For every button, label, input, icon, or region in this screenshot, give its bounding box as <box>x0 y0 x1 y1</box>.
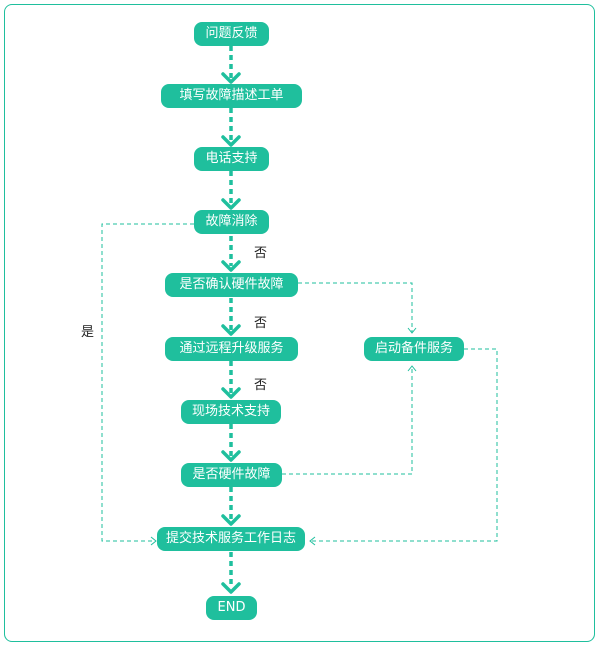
node-submit: 提交技术服务工作日志 <box>157 527 305 551</box>
label-no-2: 否 <box>254 316 268 331</box>
edge-confirm-backup <box>298 282 413 333</box>
node-onsite: 现场技术支持 <box>181 400 281 424</box>
node-confirm-hw: 是否确认硬件故障 <box>165 273 298 297</box>
edge-cleared-yes-submit <box>101 223 194 542</box>
arrowhead-cleared <box>221 198 241 210</box>
label-no-3: 否 <box>254 378 268 393</box>
arrowhead-yes-submit <box>150 536 157 546</box>
arrowhead-submit <box>221 514 241 526</box>
arrowhead-onsite <box>221 387 241 399</box>
arrowhead-confirm-backup <box>407 327 417 334</box>
label-yes: 是 <box>81 325 95 340</box>
node-backup: 启动备件服务 <box>364 337 464 361</box>
node-ticket: 填写故障描述工单 <box>161 84 302 108</box>
node-feedback: 问题反馈 <box>194 22 269 46</box>
arrowhead-phone <box>221 135 241 147</box>
node-is-hw: 是否硬件故障 <box>181 463 282 487</box>
arrowhead-end <box>221 582 241 594</box>
arrowhead-ishw-backup <box>407 365 417 372</box>
node-end: END <box>206 596 257 620</box>
node-remote: 通过远程升级服务 <box>165 337 298 361</box>
edge-ishw-backup <box>282 366 413 475</box>
label-no-1: 否 <box>254 246 268 261</box>
arrowhead-remote <box>221 324 241 336</box>
arrowhead-backup-submit <box>309 536 316 546</box>
node-cleared: 故障消除 <box>194 210 269 234</box>
arrowhead-ticket <box>221 72 241 84</box>
edge-backup-submit <box>310 348 498 542</box>
node-phone: 电话支持 <box>194 147 269 171</box>
arrowhead-ishw <box>221 450 241 462</box>
arrowhead-confirm <box>221 260 241 272</box>
